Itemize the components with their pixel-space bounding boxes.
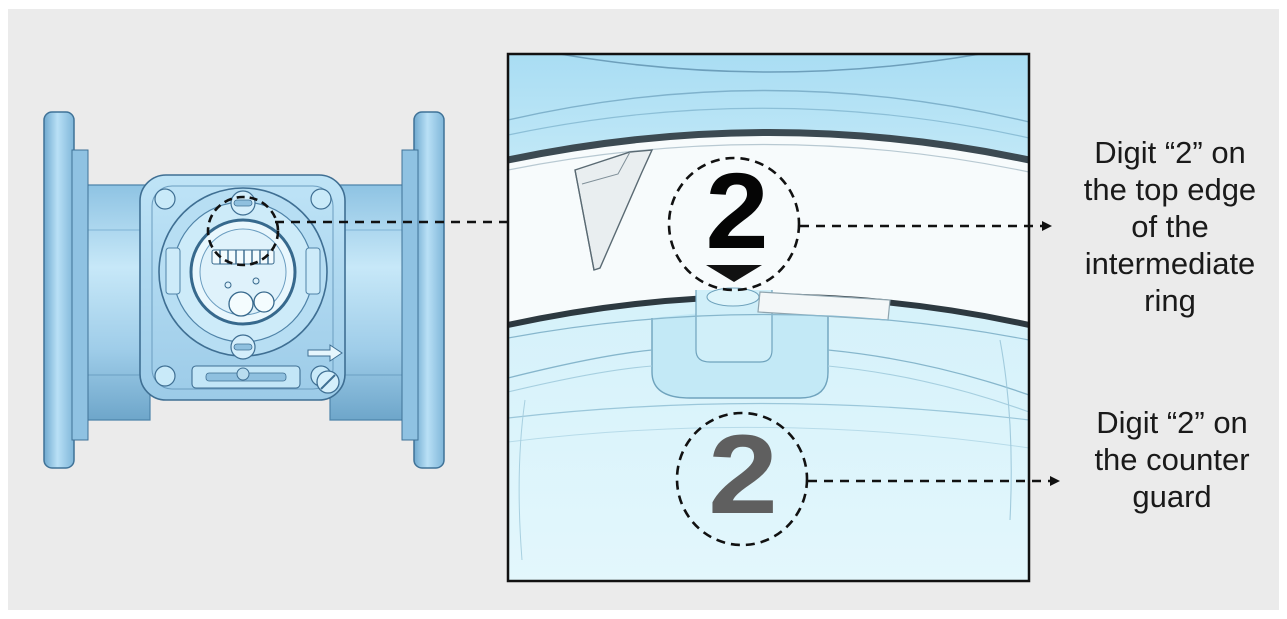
guard-label-line: guard (1132, 479, 1212, 514)
guard-digit-highlight (675, 411, 809, 547)
detail-view (506, 52, 1031, 583)
guard-label-line: Digit “2” on (1096, 405, 1248, 440)
ring-label-line: intermediate (1084, 246, 1256, 281)
meter-detail-highlight (206, 195, 280, 267)
ring-label-line: the top edge (1083, 172, 1257, 207)
ring-label-line: ring (1144, 283, 1196, 318)
ring-label-line: of the (1131, 209, 1209, 244)
guard-label-line: the counter (1094, 442, 1250, 477)
ring-label-line: Digit “2” on (1094, 135, 1246, 170)
guard-digit-label: Digit “2” on the counter guard (1076, 404, 1268, 515)
ring-digit-label: Digit “2” on the top edge of the interme… (1052, 134, 1287, 319)
left-flange (43, 111, 75, 469)
detail-frame (506, 52, 1031, 583)
ring-digit: 2 (705, 150, 769, 271)
ring-digit-highlight (667, 156, 801, 292)
guard-digit: 2 (708, 412, 778, 537)
